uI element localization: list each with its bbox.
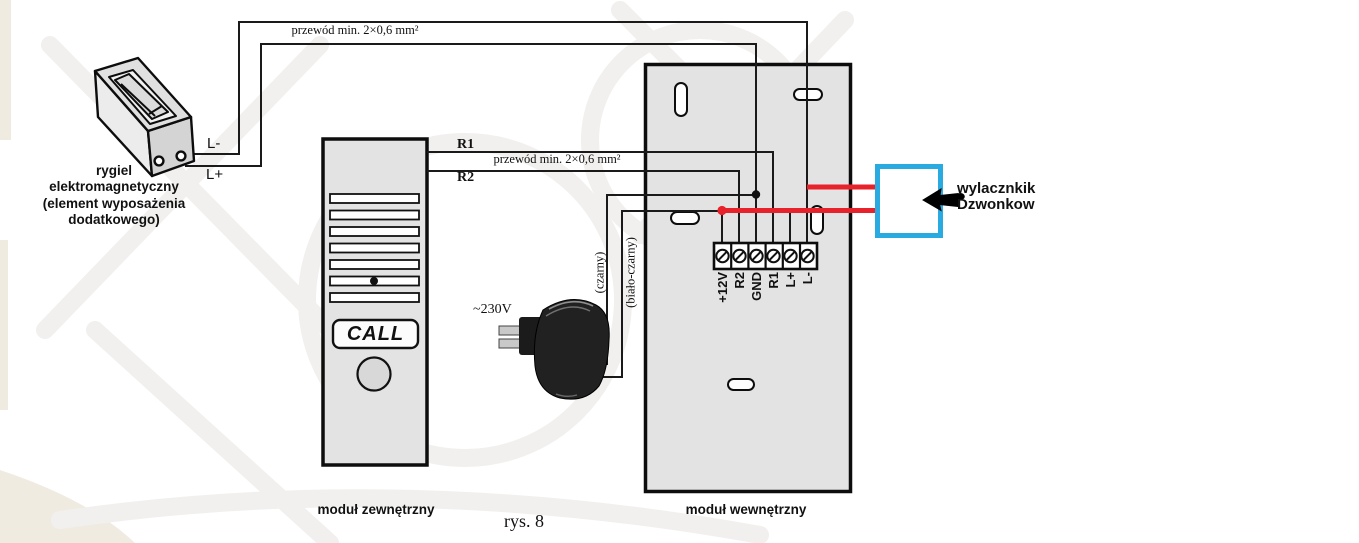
mains-voltage-label: ~230V [473, 302, 512, 317]
indoor-module-caption: moduł wewnętrzny [685, 502, 807, 517]
call-button-label: CALL [346, 322, 405, 345]
junction-gnd [751, 190, 761, 199]
plug-prong [498, 338, 523, 349]
speaker-grille [329, 193, 420, 303]
power-adapter [498, 299, 610, 400]
lock-caption-line: rygiel [95, 163, 133, 178]
junction-12v-red [717, 205, 727, 216]
mid-cable-label: przewód min. 2×0,6 mm² [493, 152, 621, 166]
terminal-label-r1: R1 [766, 272, 781, 289]
lock-bolt [114, 73, 169, 120]
lock-caption-line: dodatkowego) [68, 211, 160, 227]
top-cable-label: przewód min. 2×0,6 mm² [291, 23, 419, 37]
outdoor-module [321, 137, 429, 467]
r2-wire-label: R2 [457, 170, 475, 185]
lock-caption: rygiel elektromagnetyczny (element wypos… [28, 163, 200, 228]
bell-push-button [356, 356, 392, 392]
plug-prong [498, 325, 523, 336]
lock-terminal-label-lminus: L- [207, 135, 221, 152]
figure-caption: rys. 8 [504, 511, 544, 531]
bell-switch-label: wylacznkik Dzwonkow [957, 181, 1035, 213]
lock-terminal-1 [153, 155, 165, 167]
wire-lock-lplus [185, 43, 757, 243]
call-button [331, 318, 420, 350]
lock-caption-line: elektromagnetyczny [49, 179, 179, 195]
lock-terminal-2 [175, 150, 187, 162]
wire-adapter-whiteblack [601, 210, 723, 378]
terminal-label-lplus: L+ [783, 272, 798, 288]
outdoor-module-caption: moduł zewnętrzny [317, 502, 435, 517]
lock-illustration [93, 56, 196, 178]
black-wire-label: (czarny) [592, 251, 607, 294]
terminal-label-gnd: GND [749, 272, 764, 301]
microphone-dot [370, 277, 378, 285]
wire-lock-lminus [184, 21, 808, 243]
terminal-label-lminus: L- [800, 272, 815, 285]
white-black-wire-label: (biało-czarny) [623, 237, 638, 308]
lock-caption-line: (element wyposażenia [42, 195, 186, 211]
terminal-label-12v: +12V [715, 272, 730, 303]
bell-switch-label-line2: Dzwonkow [957, 196, 1035, 213]
bell-switch-label-line1: wylacznkik [957, 180, 1036, 197]
terminal-label-r2: R2 [732, 272, 747, 289]
wire-r2 [427, 170, 740, 243]
r1-wire-label: R1 [457, 137, 475, 152]
lock-terminal-label-lplus: L+ [206, 166, 224, 183]
indoor-module [643, 62, 853, 494]
arrow-left-icon [922, 188, 965, 212]
terminal-block [712, 241, 819, 271]
terminal-screws [715, 248, 815, 264]
